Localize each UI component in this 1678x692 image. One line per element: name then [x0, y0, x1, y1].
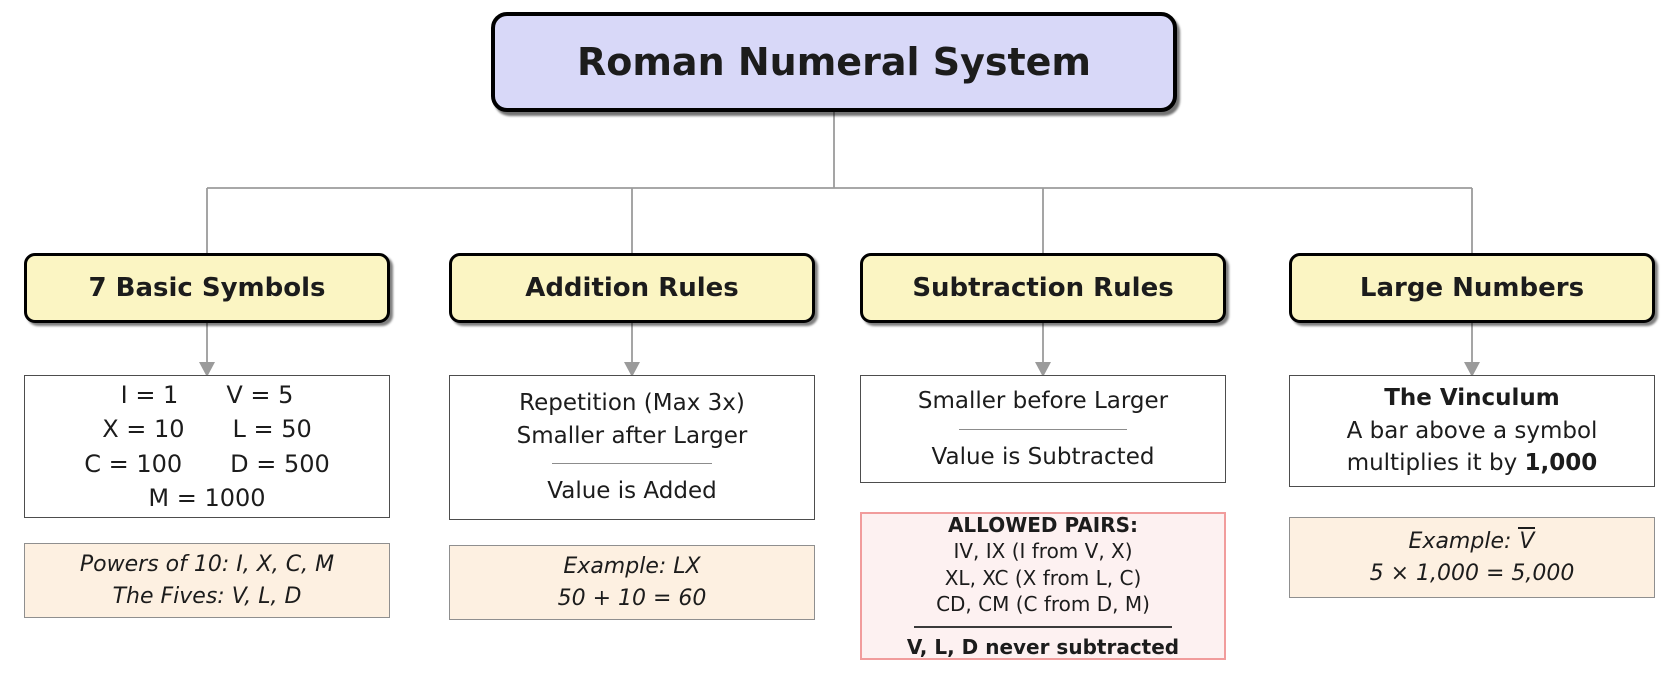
- vinculum-line: multiplies it by 1,000: [1347, 447, 1598, 480]
- rule-line: Repetition (Max 3x): [519, 390, 745, 417]
- symbol-line: M = 1000: [148, 483, 266, 512]
- rule-line: Smaller after Larger: [516, 422, 748, 449]
- rule-result: Value is Subtracted: [931, 443, 1155, 470]
- symbol-line: X = 10 L = 50: [102, 415, 312, 444]
- example-line: Example: LX: [563, 553, 701, 579]
- note-line: The Fives: V, L, D: [112, 583, 302, 609]
- header-large-numbers-label: Large Numbers: [1359, 273, 1585, 303]
- vinculum-example-box: Example: V 5 × 1,000 = 5,000: [1289, 517, 1655, 598]
- allowed-pairs-box: ALLOWED PAIRS: IV, IX (I from V, X) XL, …: [860, 512, 1226, 660]
- diagram-title: Roman Numeral System: [491, 12, 1177, 112]
- header-addition-rules: Addition Rules: [449, 253, 815, 323]
- header-basic-symbols: 7 Basic Symbols: [24, 253, 390, 323]
- allowed-pairs-title: ALLOWED PAIRS:: [947, 513, 1139, 538]
- allowed-pair: IV, IX (I from V, X): [953, 539, 1133, 564]
- diagram-title-label: Roman Numeral System: [576, 40, 1092, 84]
- rule-divider: [552, 463, 712, 465]
- rule-line: Smaller before Larger: [917, 387, 1169, 414]
- addition-rules-box: Repetition (Max 3x) Smaller after Larger…: [449, 375, 815, 520]
- basic-symbols-values-box: I = 1 V = 5 X = 10 L = 50 C = 100 D = 50…: [24, 375, 390, 518]
- rule-divider: [959, 428, 1127, 430]
- header-addition-rules-label: Addition Rules: [525, 273, 739, 303]
- allowed-pair: CD, CM (C from D, M): [936, 592, 1150, 617]
- note-line: Powers of 10: I, X, C, M: [79, 551, 335, 577]
- header-basic-symbols-label: 7 Basic Symbols: [88, 273, 326, 303]
- vinculum-title: The Vinculum: [1384, 385, 1560, 412]
- rule-result: Value is Added: [547, 478, 717, 505]
- example-prefix: Example:: [1408, 528, 1519, 554]
- header-large-numbers: Large Numbers: [1289, 253, 1655, 323]
- example-line: 5 × 1,000 = 5,000: [1369, 560, 1575, 586]
- warning-divider: [914, 625, 1172, 628]
- symbol-line: C = 100 D = 500: [84, 449, 330, 478]
- warning-footer: V, L, D never subtracted: [906, 634, 1180, 659]
- subtraction-rules-box: Smaller before Larger Value is Subtracte…: [860, 375, 1226, 483]
- header-subtraction-rules-label: Subtraction Rules: [912, 273, 1174, 303]
- symbol-line: I = 1 V = 5: [120, 381, 294, 410]
- overlined-v-symbol: V: [1518, 526, 1536, 554]
- example-line: 50 + 10 = 60: [557, 585, 707, 611]
- basic-symbols-note-box: Powers of 10: I, X, C, M The Fives: V, L…: [24, 543, 390, 618]
- header-subtraction-rules: Subtraction Rules: [860, 253, 1226, 323]
- addition-example-box: Example: LX 50 + 10 = 60: [449, 545, 815, 620]
- vinculum-line-bold: 1,000: [1524, 450, 1598, 477]
- vinculum-info-box: The Vinculum A bar above a symbol multip…: [1289, 375, 1655, 487]
- allowed-pair: XL, XC (X from L, C): [944, 565, 1142, 590]
- vinculum-line: A bar above a symbol: [1346, 417, 1598, 444]
- vinculum-line-prefix: multiplies it by: [1346, 450, 1525, 477]
- example-line: Example: V: [1409, 526, 1536, 558]
